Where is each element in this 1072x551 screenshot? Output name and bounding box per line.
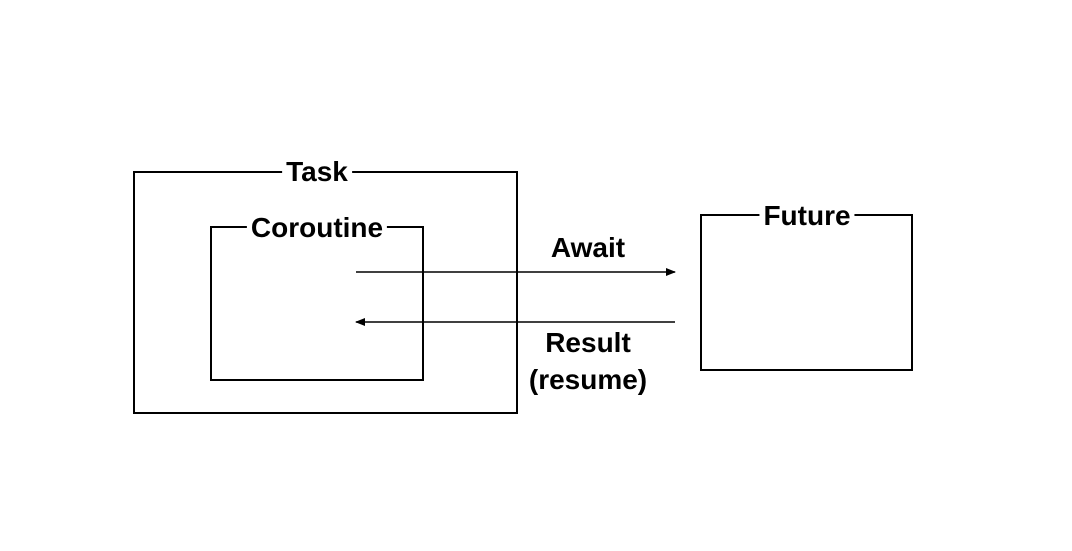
result-label: Result (resume) [529, 325, 647, 399]
future-label: Future [759, 202, 855, 230]
task-box [133, 171, 518, 414]
result-label-line1: Result [545, 327, 631, 359]
await-label: Await [550, 232, 626, 263]
future-box [700, 214, 913, 371]
coroutine-label: Coroutine [246, 214, 388, 242]
coroutine-box [210, 226, 424, 381]
task-label: Task [282, 158, 352, 186]
result-label-line2: (resume) [528, 364, 648, 395]
